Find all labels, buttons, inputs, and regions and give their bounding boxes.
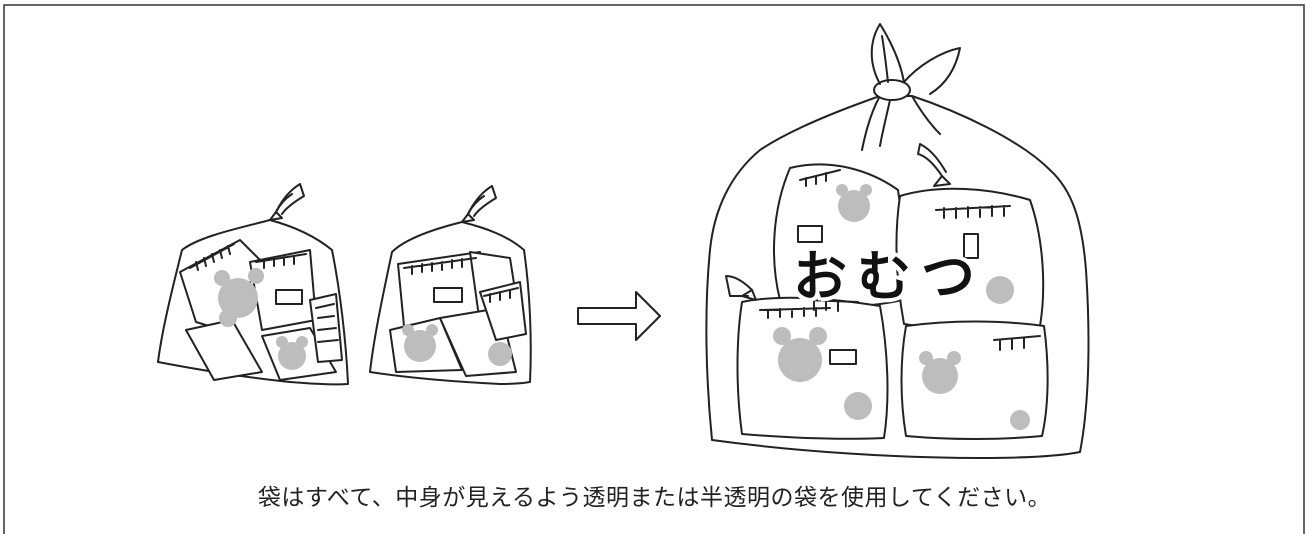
right-arrow-icon xyxy=(577,291,661,341)
teddy-bear-print-icon xyxy=(773,184,1030,430)
teddy-bear-print-icon xyxy=(402,324,512,366)
panel-border xyxy=(3,4,1305,534)
small-diaper-bag-icon xyxy=(157,183,349,386)
teddy-bear-print-icon xyxy=(214,268,308,370)
bag-label-diapers: おむつ xyxy=(793,245,985,308)
caption-text: 袋はすべて、中身が見えるよう透明または半透明の袋を使用してください。 xyxy=(257,485,1052,511)
